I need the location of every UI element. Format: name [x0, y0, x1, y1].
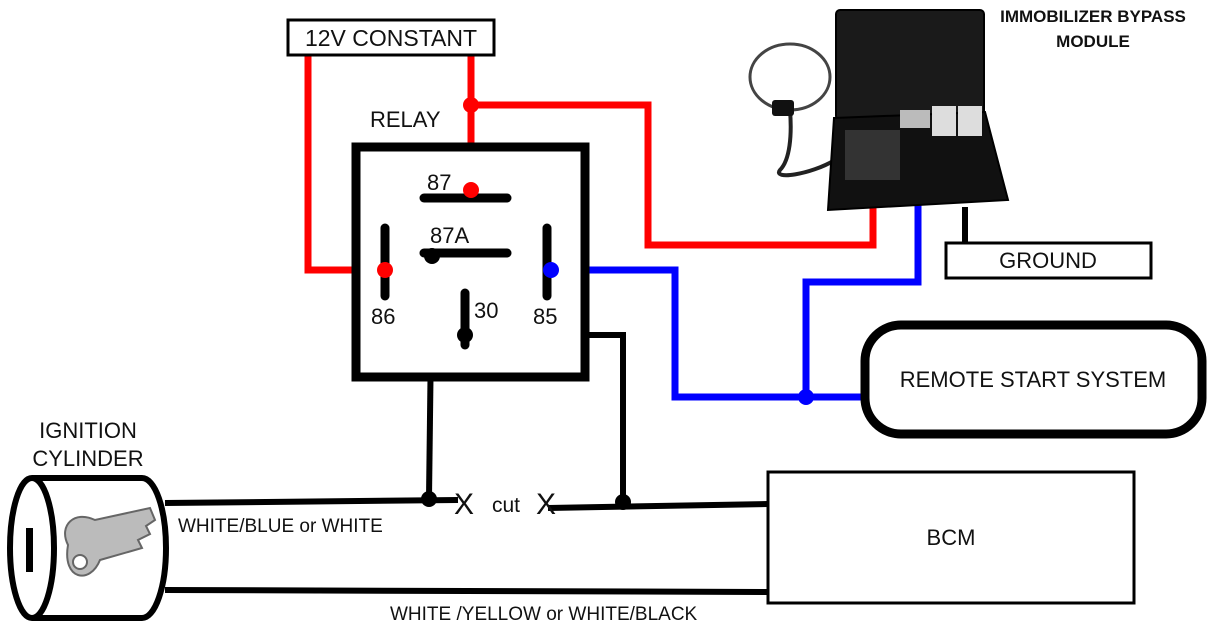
junction-dot — [463, 97, 479, 113]
cylinder-keyway — [26, 528, 33, 572]
module-relay-block — [958, 106, 982, 136]
pin-85-label: 85 — [533, 304, 557, 329]
pin-86-label: 86 — [371, 304, 395, 329]
bcm-module: BCM — [766, 470, 1136, 605]
module-relay-block — [932, 106, 956, 136]
85-to-remote-start-wire — [551, 266, 865, 401]
blue-wires — [551, 205, 922, 401]
module-connector — [900, 110, 930, 128]
relay-title: RELAY — [370, 107, 441, 132]
key-icon — [64, 506, 157, 577]
module-title-line1: IMMOBILIZER BYPASS — [1000, 7, 1186, 26]
junction-dot — [798, 389, 814, 405]
ignition-title-line2: CYLINDER — [32, 446, 143, 471]
bcm-white-blue-wire — [547, 501, 769, 511]
immobilizer-module: IMMOBILIZER BYPASS MODULE — [748, 7, 1186, 212]
module-title-line2: MODULE — [1056, 32, 1130, 51]
pin-30-label: 30 — [474, 298, 498, 323]
constant-to-module-wire — [471, 101, 877, 249]
ignition-white-blue-wire — [164, 497, 459, 506]
cut-mark-left: X — [454, 488, 474, 521]
bcm-label: BCM — [927, 525, 976, 550]
antenna-plug — [772, 100, 794, 116]
wire-label-white-blue: WHITE/BLUE or WHITE — [178, 516, 383, 537]
junction-dot — [463, 182, 479, 198]
wire-label-white-yellow: WHITE /YELLOW or WHITE/BLACK — [390, 604, 698, 625]
ground-box: GROUND — [944, 241, 1153, 280]
module-wire-harness — [845, 130, 900, 180]
cut-label: cut — [492, 494, 520, 517]
junctions — [377, 97, 814, 510]
ignition-title-line1: IGNITION — [39, 418, 137, 443]
module-case — [835, 9, 985, 121]
pin-87a-label: 87A — [430, 223, 469, 248]
remote-start-system: REMOTE START SYSTEM — [860, 320, 1207, 439]
junction-dot — [377, 262, 393, 278]
cut-mark-right: X — [536, 488, 556, 521]
pin-87-label: 87 — [427, 170, 451, 195]
junction-dot — [543, 262, 559, 278]
remote-start-label: REMOTE START SYSTEM — [900, 367, 1166, 392]
ignition-white-yellow-wire — [164, 587, 769, 595]
junction-dot — [424, 248, 440, 264]
module-to-remote-start-wire — [802, 205, 922, 397]
junction-dot — [457, 327, 473, 343]
ignition-cylinder: IGNITION CYLINDER — [7, 418, 169, 621]
junction-dot — [421, 491, 437, 507]
constant-12v-label: 12V CONSTANT — [305, 25, 477, 51]
junction-dot — [615, 494, 631, 510]
ground-label: GROUND — [999, 248, 1097, 273]
constant-12v-box: 12V CONSTANT — [286, 18, 496, 57]
antenna-cable — [776, 109, 837, 178]
